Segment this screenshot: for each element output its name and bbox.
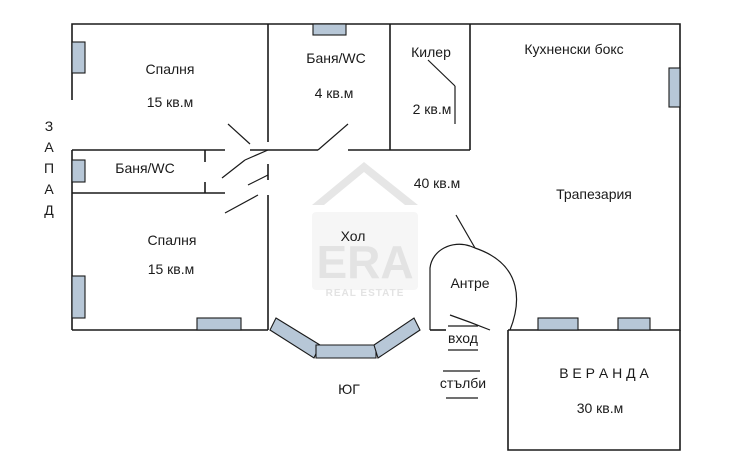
bath-top-name: Баня/WC bbox=[306, 50, 366, 66]
hall-name: Хол bbox=[341, 228, 366, 244]
bedroom-top-name: Спалня bbox=[146, 61, 195, 77]
living-area: 40 кв.м bbox=[414, 175, 461, 191]
west-letter: Д bbox=[44, 202, 54, 218]
west-letter: П bbox=[44, 160, 54, 176]
stairs-label: стълби bbox=[440, 375, 486, 391]
watermark-sub: REAL ESTATE bbox=[326, 288, 405, 299]
bath-small-name: Баня/WC bbox=[115, 160, 175, 176]
pantry-name: Килер bbox=[411, 44, 451, 60]
veranda-outline bbox=[507, 330, 681, 451]
entrance-label: вход bbox=[448, 330, 478, 346]
pantry-area: 2 кв.м bbox=[413, 101, 452, 117]
bath-top-area: 4 кв.м bbox=[315, 85, 354, 101]
entry-partition bbox=[429, 243, 518, 331]
door-swings bbox=[221, 59, 476, 249]
era-watermark: ERA REAL ESTATE bbox=[312, 162, 418, 299]
entry-name: Антре bbox=[450, 275, 489, 291]
kitchen-name: Кухненски бокс bbox=[524, 41, 623, 57]
bedroom-top-area: 15 кв.м bbox=[147, 94, 194, 110]
entrance-lines bbox=[443, 325, 480, 399]
west-label: З А П А Д bbox=[44, 118, 54, 218]
veranda-name: В Е Р А Н Д А bbox=[559, 365, 649, 381]
bedroom-bottom-area: 15 кв.м bbox=[148, 261, 195, 277]
windows bbox=[71, 23, 681, 359]
veranda-area: 30 кв.м bbox=[577, 400, 624, 416]
west-letter: А bbox=[44, 181, 54, 197]
west-letter: А bbox=[44, 139, 54, 155]
watermark-brand: ERA bbox=[316, 236, 413, 288]
west-letter: З bbox=[45, 118, 53, 134]
bedroom-bottom-name: Спалня bbox=[148, 232, 197, 248]
south-label: ЮГ bbox=[338, 381, 360, 397]
interior-walls bbox=[72, 24, 471, 330]
dining-name: Трапезария bbox=[556, 186, 632, 202]
